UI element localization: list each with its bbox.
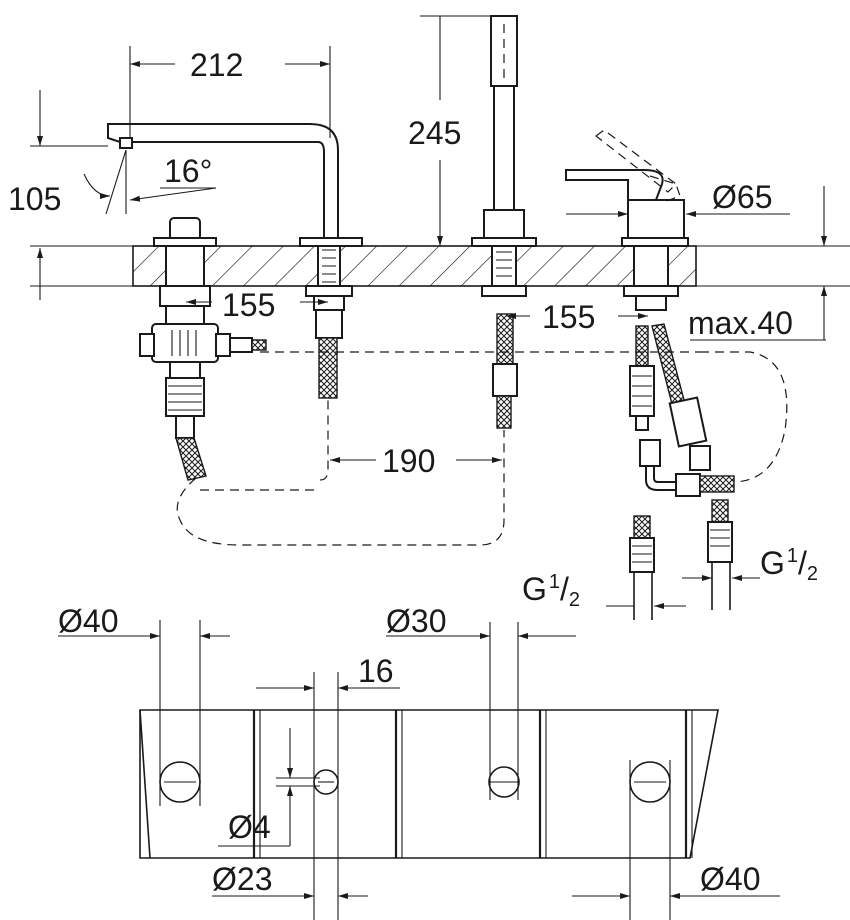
supply-connections xyxy=(629,499,733,620)
diverter-valve xyxy=(139,217,267,481)
label-spout-height: 105 xyxy=(8,181,61,217)
label-hole-shower: Ø30 xyxy=(386,603,446,639)
mixer-handle xyxy=(565,129,735,497)
label-hole-spout: Ø23 xyxy=(212,861,272,897)
label-spacing-mid: 190 xyxy=(382,443,435,479)
label-spacing-right: 155 xyxy=(542,299,595,335)
dimension-lines xyxy=(30,15,827,609)
label-max-thickness: max.40 xyxy=(688,305,793,341)
hose-routing-left xyxy=(176,430,505,546)
label-hole-small-diameter: Ø4 xyxy=(228,809,271,845)
hose-routing-right xyxy=(700,351,788,483)
label-handle-diameter: Ø65 xyxy=(712,179,772,215)
hand-shower xyxy=(471,15,537,429)
label-shower-height: 245 xyxy=(408,115,461,151)
label-hole-small-spacing: 16 xyxy=(358,653,394,689)
label-hole-diverter: Ø40 xyxy=(58,603,118,639)
deck-plan xyxy=(58,620,780,920)
label-spacing-left: 155 xyxy=(222,287,275,323)
label-spout-angle: 16° xyxy=(164,153,212,189)
label-spout-reach: 212 xyxy=(190,47,243,83)
deck-section xyxy=(30,245,850,287)
label-hole-mixer: Ø40 xyxy=(700,861,760,897)
